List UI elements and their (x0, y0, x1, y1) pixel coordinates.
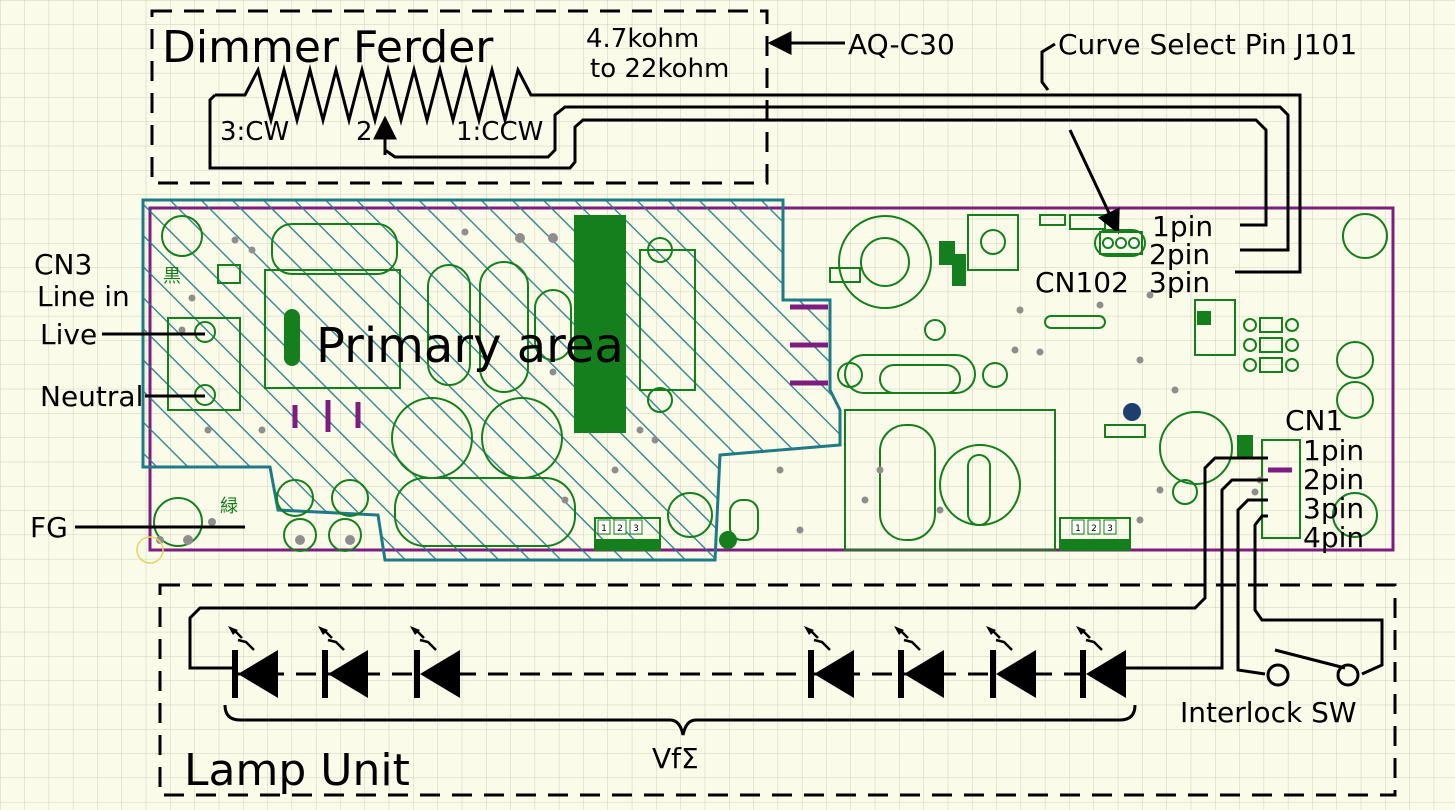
interlock-sw-label: Interlock SW (1180, 696, 1357, 729)
cn102-connector (1099, 231, 1143, 255)
connector-tile-secondary: 1 2 3 (1071, 519, 1117, 535)
cn102-pin3-label: 3pin (1149, 266, 1210, 299)
led-diode-icon (1076, 626, 1126, 698)
led-diode-icon (410, 626, 460, 698)
dimmer-wiper-label: 2 (356, 117, 373, 147)
led-string (228, 626, 1126, 698)
cn3-line-in-label: Line in (37, 280, 130, 313)
pcb-components (153, 213, 1388, 552)
origin-marker (136, 536, 164, 564)
pcb-test-point (1123, 403, 1141, 421)
dimmer-model-label: AQ-C30 (848, 28, 955, 61)
pcb-purple-traces (292, 304, 1292, 473)
dimmer-resistance-min: 4.7kohm (586, 24, 699, 54)
dimmer-cw-label: 3:CW (220, 117, 289, 147)
cn1-wires (188, 456, 1384, 676)
cn1-label: CN1 (1285, 404, 1343, 437)
pcb-board: 1 2 3 1 2 3 Primary area 黒 緑 (136, 198, 1395, 564)
dimmer-title: Dimmer Ferder (162, 22, 494, 73)
cn102-label: CN102 (1035, 266, 1129, 299)
vf-sum-label: VfΣ (652, 742, 699, 775)
led-diode-icon (894, 626, 944, 698)
dimmer-resistance-max: to 22kohm (590, 54, 729, 84)
connector-pin-label: 3 (633, 524, 639, 534)
led-diode-icon (228, 626, 278, 698)
cn1-pin1-label: 1pin (1303, 434, 1364, 467)
dimmer-resistor (215, 64, 548, 126)
cn1-pin3-label: 3pin (1303, 492, 1364, 525)
connector-pin-label: 2 (1091, 524, 1097, 534)
curve-select-label: Curve Select Pin J101 (1058, 28, 1357, 61)
lamp-box (158, 583, 1397, 797)
vf-brace (223, 704, 1137, 736)
connector-pin-label: 3 (1107, 524, 1113, 534)
dimmer-ccw-label: 1:CCW (456, 117, 543, 147)
curve-select-bracket (1040, 42, 1056, 91)
interlock-switch-lever (1274, 648, 1346, 670)
led-diode-icon (318, 626, 368, 698)
connector-pin-label: 1 (601, 524, 607, 534)
cn3-neutral-label: Neutral (40, 380, 143, 413)
cn3-label: CN3 (34, 248, 92, 281)
cn102-pin1-label: 1pin (1152, 210, 1213, 243)
cn1-pin2-label: 2pin (1303, 463, 1364, 496)
fg-label: FG (30, 511, 68, 544)
interlock-switch-contact-a (1266, 663, 1290, 687)
silk-black-label: 黒 (163, 266, 181, 287)
cn3-live-label: Live (40, 318, 97, 351)
primary-area-zone (141, 198, 842, 562)
pcb-vias (156, 228, 1264, 545)
interlock-switch-contact-b (1336, 663, 1360, 687)
primary-area-label: Primary area (316, 318, 624, 374)
lamp-unit: VfΣ Lamp Unit Interlock SW (158, 583, 1397, 797)
led-diode-icon (986, 626, 1036, 698)
lamp-unit-title: Lamp Unit (184, 745, 410, 796)
silk-green-label: 緑 (220, 496, 238, 517)
curve-select-arrow (1068, 129, 1120, 235)
connector-tile-primary: 1 2 3 (597, 519, 643, 535)
dimmer-box (150, 9, 769, 185)
connector-pin-label: 2 (617, 524, 623, 534)
cn102-pin2-label: 2pin (1149, 238, 1210, 271)
connector-pin-label: 1 (1075, 524, 1081, 534)
led-diode-icon (804, 626, 854, 698)
cn1-pin4-label: 4pin (1303, 521, 1364, 554)
dimmer-wires (208, 93, 1302, 274)
